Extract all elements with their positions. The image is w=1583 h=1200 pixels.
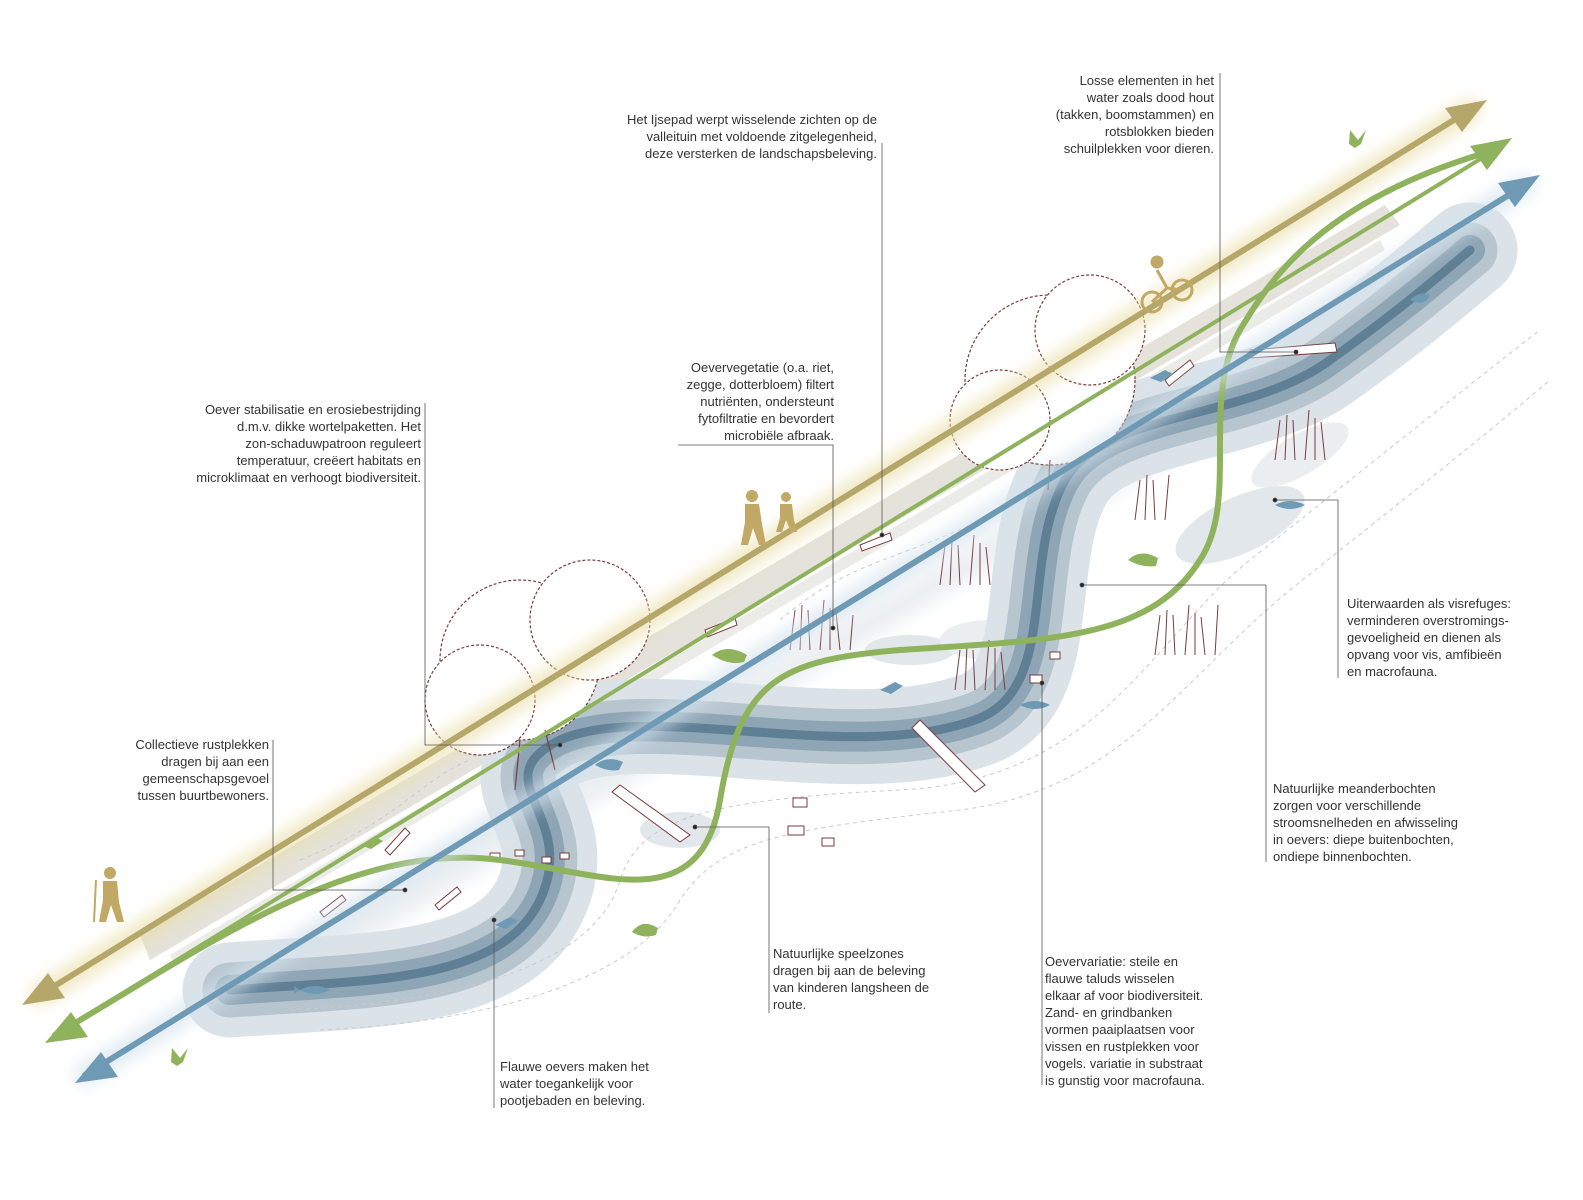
- otter-icon: [1128, 553, 1158, 567]
- arrowheads: [22, 100, 1540, 1083]
- annotation-speelzones: Natuurlijke speelzones dragen bij aan de…: [773, 945, 929, 1013]
- annotation-line: Flauwe oevers maken het: [500, 1059, 649, 1074]
- annotation-meanderbochten: Natuurlijke meanderbochten zorgen voor v…: [1273, 780, 1458, 865]
- annotation-rustplekken: Collectieve rustplekken dragen bij aan e…: [135, 736, 269, 804]
- annotation-line: Natuurlijke meanderbochten: [1273, 781, 1436, 796]
- annotation-line: Natuurlijke speelzones: [773, 946, 904, 961]
- annotation-line: gemeenschapsgevoel: [142, 771, 269, 786]
- bird-icon: [171, 1048, 188, 1066]
- annotation-line: zegge, dotterbloem) filtert: [686, 377, 834, 392]
- annotation-line: rotsblokken bieden: [1104, 124, 1214, 139]
- fish-icon: [1410, 293, 1430, 303]
- annotation-line: elkaar af voor biodiversiteit.: [1045, 988, 1204, 1003]
- annotation-oeverstabilisatie: Oever stabilisatie en erosiebestrijding …: [196, 401, 421, 486]
- annotation-line: Zand- en grindbanken: [1045, 1005, 1173, 1020]
- annotation-line: zorgen voor verschillende: [1273, 798, 1422, 813]
- annotation-line: temperatuur, creëert habitats en: [236, 453, 421, 468]
- annotation-line: dragen bij aan een: [161, 754, 269, 769]
- annotation-ijsepad: Het Ijsepad werpt wisselende zichten op …: [627, 111, 877, 162]
- annotation-line: ondiepe binnenbochten.: [1273, 849, 1412, 864]
- annotation-line: nutriënten, ondersteunt: [700, 394, 834, 409]
- annotation-uiterwaarden: Uiterwaarden als visrefuges: verminderen…: [1347, 595, 1511, 680]
- annotation-line: water toegankelijk voor: [500, 1076, 633, 1091]
- annotation-line: microklimaat en verhoogt biodiversiteit.: [196, 470, 421, 485]
- bird-icon: [495, 917, 518, 929]
- annotation-line: (takken, boomstammen) en: [1055, 107, 1214, 122]
- annotation-line: Oever stabilisatie en erosiebestrijding: [204, 402, 421, 417]
- fish-icon: [1020, 701, 1050, 709]
- annotation-line: pootjebaden en beleving.: [500, 1093, 646, 1108]
- annotation-line: d.m.v. dikke wortelpaketten. Het: [236, 419, 421, 434]
- cyclist-icon: [1140, 255, 1194, 314]
- annotation-line: Het Ijsepad werpt wisselende zichten op …: [626, 112, 877, 127]
- fish-icon: [1275, 501, 1305, 509]
- annotation-line: Oevervariatie: steile en: [1045, 954, 1178, 969]
- annotation-line: Collectieve rustplekken: [135, 737, 269, 752]
- annotation-line: flauwe taluds wisselen: [1045, 971, 1175, 986]
- fish-icon: [294, 986, 330, 994]
- annotation-line: is gunstig voor macrofauna.: [1045, 1073, 1205, 1088]
- bird-icon: [360, 837, 383, 849]
- annotation-oevervariatie: Oevervariatie: steile en flauwe taluds w…: [1045, 953, 1205, 1089]
- annotation-line: Uiterwaarden als visrefuges:: [1347, 596, 1512, 611]
- annotation-line: vormen paaiplaatsen voor: [1045, 1022, 1195, 1037]
- annotation-line: dragen bij aan de beleving: [773, 963, 926, 978]
- annotation-line: in oevers: diepe buitenbochten,: [1273, 832, 1454, 847]
- annotation-line: deze versterken de landschapsbeleving.: [645, 146, 877, 161]
- annotation-line: zon-schaduwpatroon reguleert: [245, 436, 421, 451]
- annotation-oevervegetatie: Oevervegetatie (o.a. riet, zegge, dotter…: [687, 359, 834, 444]
- annotation-line: fytofiltratie en bevordert: [698, 411, 834, 426]
- hiker-icon: [93, 867, 124, 923]
- annotation-line: schuilplekken voor dieren.: [1063, 141, 1214, 156]
- annotation-line: vissen en rustplekken voor: [1045, 1039, 1199, 1054]
- hikers-icon: [741, 490, 797, 545]
- annotation-line: Oevervegetatie (o.a. riet,: [690, 360, 834, 375]
- annotation-line: water zoals dood hout: [1086, 90, 1214, 105]
- annotation-losse-elementen: Losse elementen in het water zoals dood …: [1056, 72, 1214, 157]
- meandering-river: [182, 202, 1518, 1038]
- annotation-line: en macrofauna.: [1347, 664, 1438, 679]
- annotation-line: opvang voor vis, amfibieën: [1347, 647, 1502, 662]
- annotation-line: vogels. variatie in substraat: [1045, 1056, 1203, 1071]
- annotation-line: microbiële afbraak.: [724, 428, 834, 443]
- annotation-line: verminderen overstromings-: [1347, 613, 1509, 628]
- annotation-line: route.: [773, 997, 807, 1012]
- bird-icon: [880, 682, 903, 694]
- badger-icon: [712, 649, 747, 664]
- annotation-flauwe-oevers: Flauwe oevers maken het water toegankeli…: [500, 1058, 649, 1109]
- leader-lines: [272, 73, 1339, 1108]
- beaver-icon: [595, 759, 623, 771]
- frog-icon: [632, 923, 658, 937]
- animal-icons: [171, 130, 1430, 1066]
- path-arrows: [29, 99, 1536, 1086]
- annotation-line: gevoeligheid en dienen als: [1347, 630, 1501, 645]
- annotation-line: valleituin met voldoende zitgelegenheid,: [646, 129, 877, 144]
- annotation-line: van kinderen langsheen de: [773, 980, 930, 995]
- annotation-line: Losse elementen in het: [1079, 73, 1214, 88]
- annotation-line: stroomsnelheden en afwisseling: [1273, 815, 1458, 830]
- bird-icon: [1150, 370, 1173, 382]
- annotation-line: tussen buurtbewoners.: [137, 788, 269, 803]
- bird-icon: [1349, 130, 1366, 148]
